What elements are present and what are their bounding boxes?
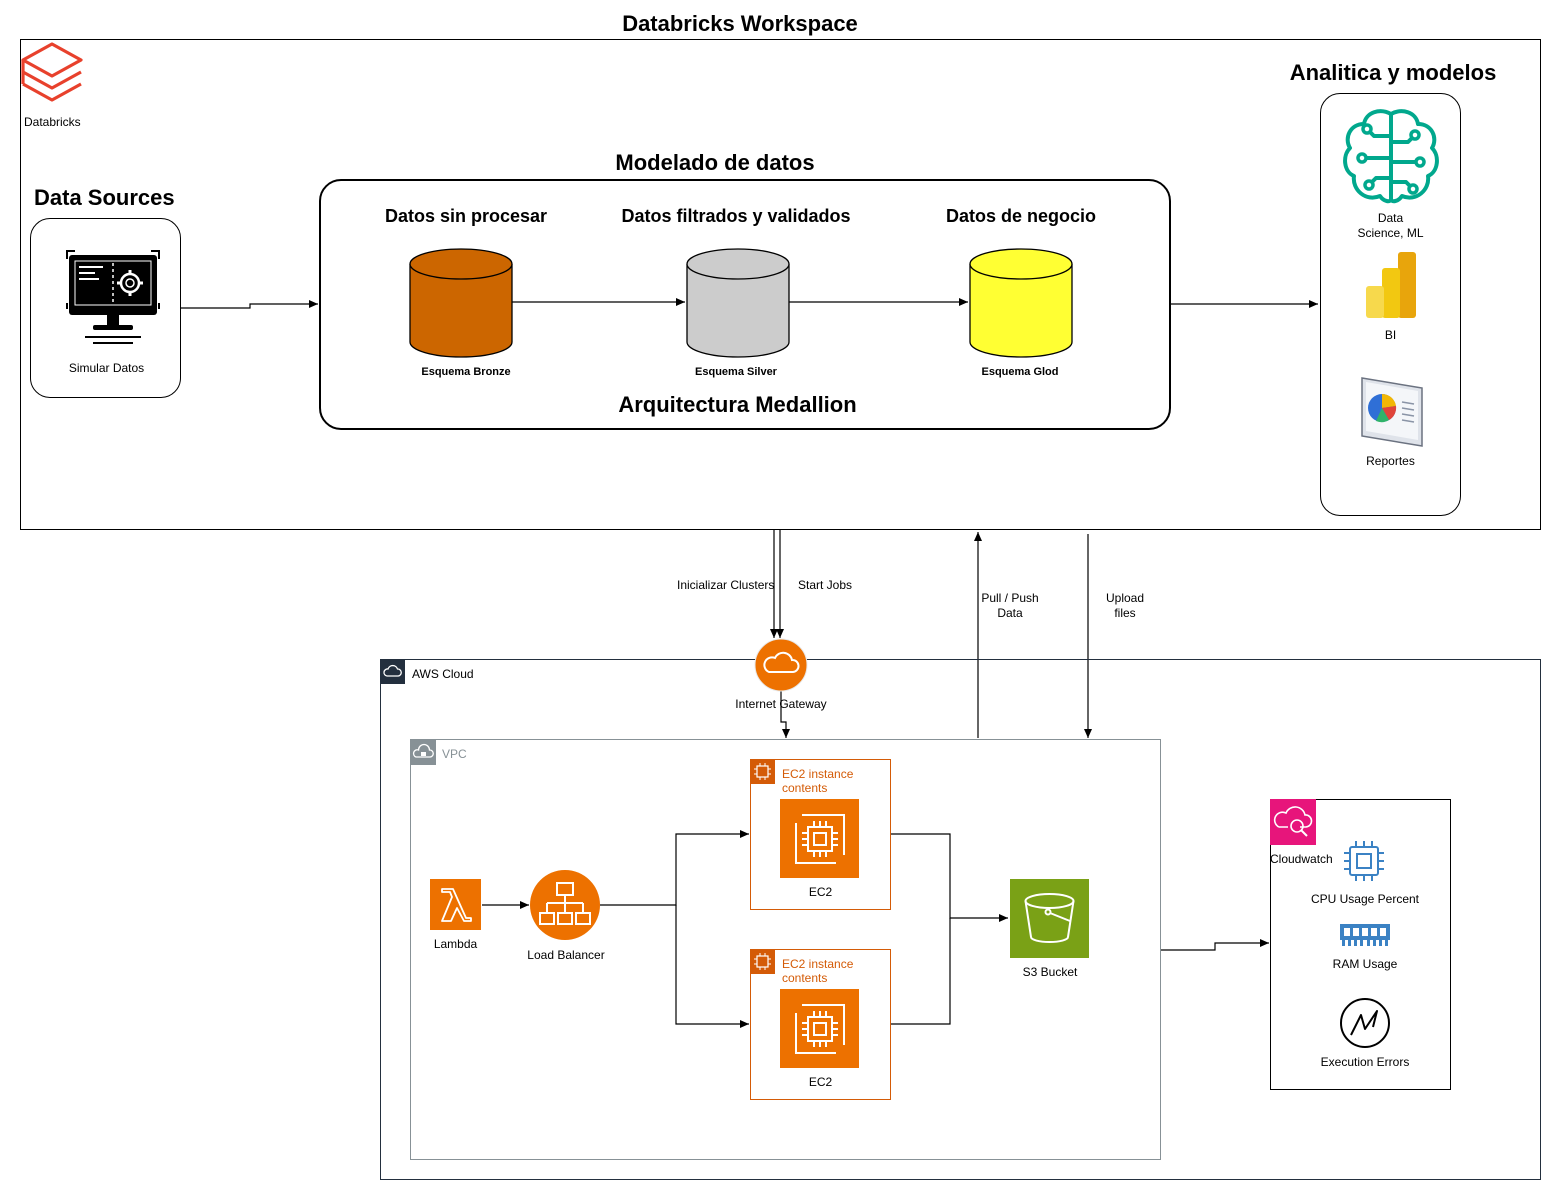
- arrow-ec2-bottom-to-s3: [890, 918, 951, 1025]
- aws-cloud-frame: [380, 659, 1541, 1180]
- ec2-group-bottom-chip-icon: [750, 949, 775, 979]
- upload-label-1: Upload: [1105, 591, 1145, 605]
- arrow-gateway-to-vpc: [780, 690, 790, 738]
- workspace-frame: [20, 39, 1541, 530]
- brain-circuit-icon: [1340, 106, 1442, 213]
- arrow-sources-to-medallion: [181, 300, 318, 309]
- silver-cylinder[interactable]: [686, 248, 790, 365]
- lambda-label: Lambda: [433, 937, 478, 951]
- cloudwatch-frame: [1270, 799, 1451, 1090]
- sources-title: Data Sources: [34, 185, 175, 210]
- cloudwatch-icon[interactable]: [1270, 799, 1316, 850]
- cloudwatch-label: Cloudwatch: [1270, 852, 1333, 866]
- pie-report-icon: [1358, 374, 1428, 453]
- init-clusters-label: Inicializar Clusters: [677, 578, 775, 592]
- sources-item-label: Simular Datos: [68, 361, 145, 375]
- ram-label: RAM Usage: [1332, 957, 1398, 971]
- errors-label: Execution Errors: [1320, 1055, 1410, 1069]
- silver-label: Esquema Silver: [695, 366, 777, 378]
- pull-push-label-1: Pull / Push: [981, 591, 1039, 605]
- sources-card[interactable]: Simular Datos: [30, 218, 181, 398]
- medallion-frame: [319, 179, 1171, 430]
- bronze-cylinder[interactable]: [409, 248, 513, 365]
- ec2-group-top-chip-icon: [750, 759, 775, 789]
- arrow-lb-to-ec2-top: [600, 830, 749, 906]
- power-bi-icon: [1364, 250, 1418, 325]
- reportes-label: Reportes: [1366, 454, 1415, 468]
- analytics-card: [1320, 93, 1461, 516]
- arrow-lb-to-ec2-bottom: [675, 905, 749, 1028]
- silver-heading: Datos filtrados y validados: [621, 206, 851, 226]
- monitor-settings-icon: [63, 247, 163, 350]
- ec2-group-top: [750, 759, 891, 910]
- vpc-lock-icon: [410, 739, 436, 765]
- databricks-logo-label: Databricks: [24, 115, 81, 129]
- bi-label: BI: [1384, 328, 1397, 342]
- gold-heading: Datos de negocio: [945, 206, 1097, 226]
- internet-gateway-icon[interactable]: [753, 637, 809, 698]
- ec2-group-top-title-2: contents: [782, 781, 828, 795]
- ec2-group-bottom: [750, 949, 891, 1100]
- s3-label: S3 Bucket: [1022, 965, 1078, 979]
- start-jobs-label: Start Jobs: [798, 578, 853, 592]
- ec2-instance-icon[interactable]: [780, 989, 859, 1073]
- ec2-instance-icon[interactable]: [780, 799, 859, 883]
- error-spike-icon: [1339, 997, 1391, 1054]
- medallion-top-title: Modelado de datos: [615, 150, 815, 175]
- lambda-icon[interactable]: [430, 879, 481, 935]
- ec2-group-bottom-title-2: contents: [782, 971, 828, 985]
- lb-label: Load Balancer: [527, 948, 605, 962]
- vpc-frame: [410, 739, 1161, 1160]
- gold-cylinder[interactable]: [969, 248, 1073, 365]
- medallion-bottom-title: Arquitectura Medallion: [618, 392, 857, 417]
- ds-label-line1: Data: [1377, 211, 1404, 225]
- ram-module-icon: [1339, 922, 1391, 953]
- s3-bucket-icon[interactable]: [1010, 879, 1089, 963]
- workspace-title: Databricks Workspace: [622, 11, 858, 36]
- bronze-label: Esquema Bronze: [421, 366, 511, 378]
- gold-label: Esquema Glod: [981, 366, 1059, 378]
- gateway-label: Internet Gateway: [735, 697, 827, 711]
- cpu-label: CPU Usage Percent: [1310, 892, 1420, 906]
- ec2-label: EC2: [808, 1075, 833, 1089]
- upload-label-2: files: [1114, 606, 1136, 620]
- ec2-label: EC2: [808, 885, 833, 899]
- ec2-group-top-title-1: EC2 instance: [782, 767, 854, 781]
- aws-cloud-label: AWS Cloud: [412, 667, 474, 681]
- bronze-heading: Datos sin procesar: [384, 206, 548, 226]
- load-balancer-icon[interactable]: [529, 869, 601, 946]
- aws-cloud-icon: [380, 659, 405, 684]
- arrow-vpc-to-cloudwatch: [1161, 939, 1269, 951]
- arrow-ec2-top-to-s3: [890, 833, 1008, 922]
- pull-push-label-2: Data: [997, 606, 1023, 620]
- ds-label-line2: Science, ML: [1357, 226, 1424, 240]
- databricks-logo-icon: [20, 40, 84, 113]
- analytics-title: Analitica y modelos: [1289, 60, 1497, 85]
- vpc-label: VPC: [442, 747, 467, 761]
- ec2-group-bottom-title-1: EC2 instance: [782, 957, 854, 971]
- cpu-chip-icon: [1341, 838, 1387, 889]
